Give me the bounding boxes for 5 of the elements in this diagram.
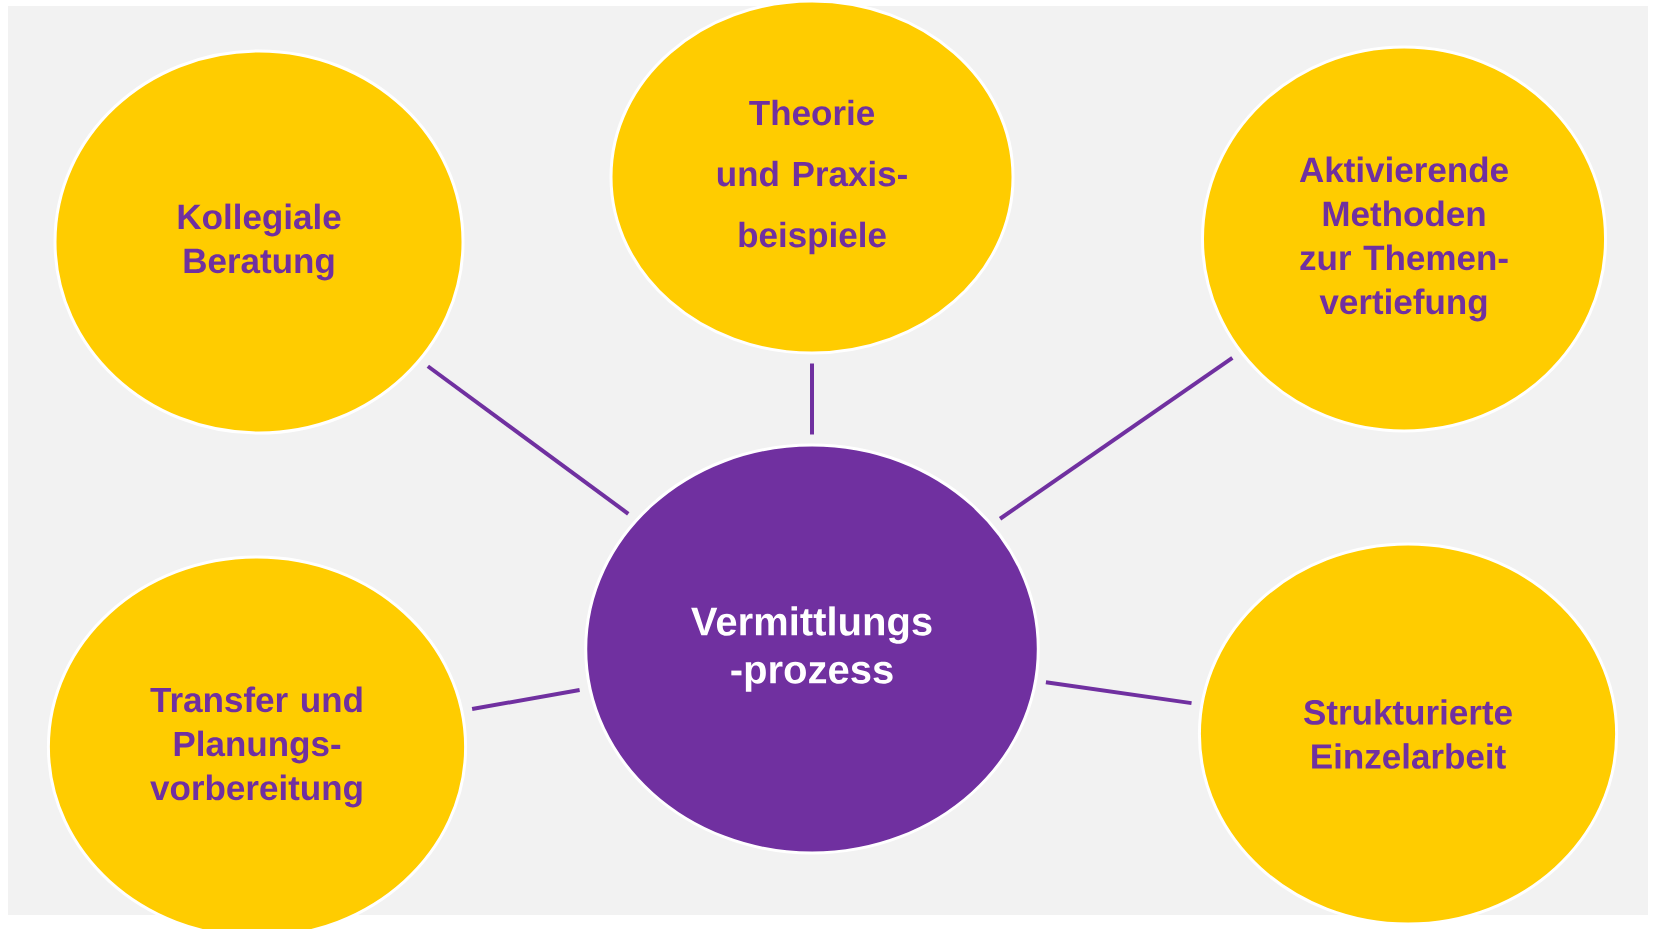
connector-line [471,688,580,711]
connector-line [998,356,1234,521]
connector-line [1045,680,1192,706]
connector-line [810,363,814,435]
connector-line [426,364,630,516]
